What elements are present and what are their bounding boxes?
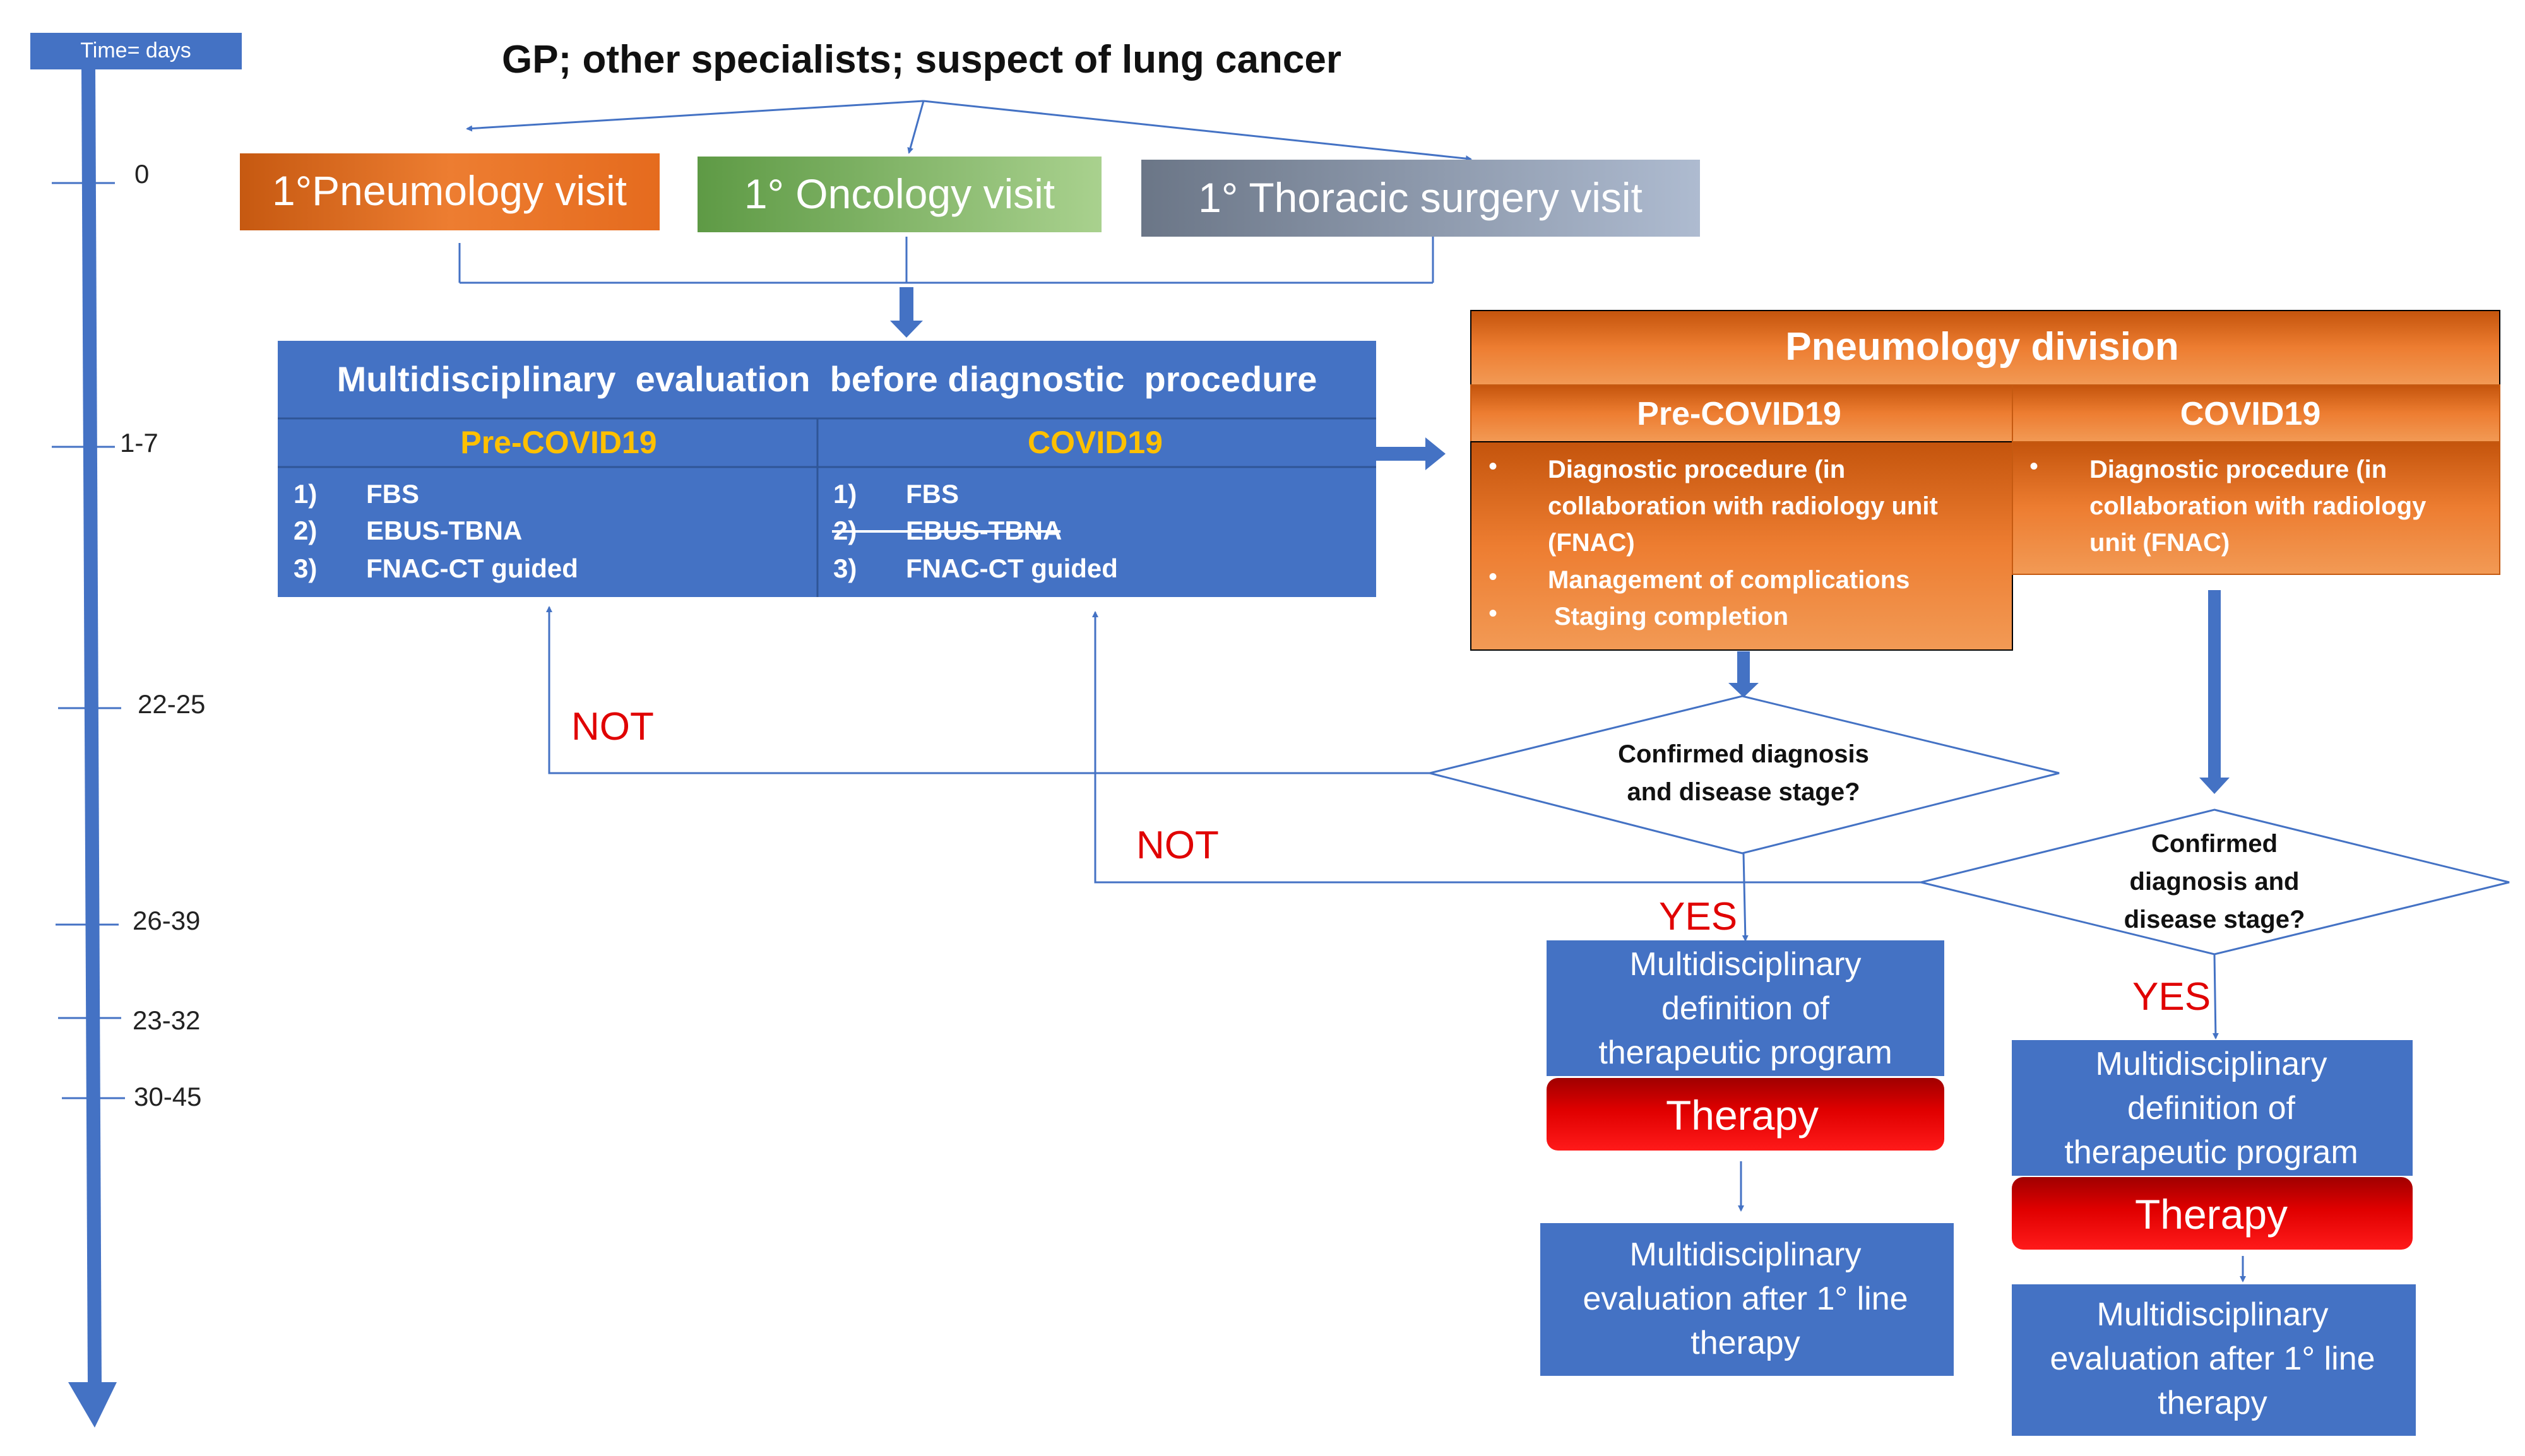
list-num: 2) [294,516,317,545]
list-item: FNAC-CT guided [906,553,1118,583]
therapy-label: Therapy [2135,1191,2288,1238]
list-item: FBS [906,479,959,509]
therapy-label: Therapy [1666,1092,1819,1139]
timeline-axis [81,69,102,1386]
thoracic-surgery-visit-label: 1° Thoracic surgery visit [1198,174,1643,221]
merge-arrow-shaft [900,287,913,325]
list-num: 1) [833,479,857,509]
pneumology-division: Pneumology division Pre-COVID19 COVID19 … [1470,310,2500,651]
pre-definition-box: Multidisciplinary definition of therapeu… [1547,940,1944,1076]
definition-line: therapeutic program [2064,1134,2358,1171]
bullet-text: Diagnostic procedure (in [2089,456,2387,483]
oncology-visit-label: 1° Oncology visit [744,170,1055,217]
bullet-text: (FNAC) [1548,529,1635,557]
bullet-text: collaboration with radiology [2089,492,2427,520]
mde-pre-covid-header: Pre-COVID19 [460,425,656,460]
decision-covid-line: diagnosis and [2130,868,2300,896]
covid-division-arrowhead [2199,778,2230,794]
bullet-text: Diagnostic procedure (in [1548,456,1845,483]
pre-evaluation-box: Multidisciplinary evaluation after 1° li… [1540,1223,1954,1376]
evaluation-line: Multidisciplinary [1630,1236,1862,1273]
tick-label: 0 [134,159,149,189]
tick-label: 1-7 [120,428,158,458]
bullet-text: Management of complications [1548,566,1910,594]
merge-arrowhead [890,321,923,338]
timeline-header-box [30,33,242,69]
tick-label: 26-39 [133,906,200,935]
covid-definition-box: Multidisciplinary definition of therapeu… [2012,1040,2413,1176]
evaluation-line: Multidisciplinary [2097,1296,2329,1333]
oncology-visit: 1° Oncology visit [698,157,1102,232]
thoracic-surgery-visit: 1° Thoracic surgery visit [1141,160,1700,237]
bullet-text: Staging completion [1554,603,1788,630]
list-item: FBS [366,479,419,509]
pneumology-visit-label: 1°Pneumology visit [272,167,627,214]
mde-box: Multidisciplinary evaluation before diag… [278,341,1376,597]
division-pre-covid-header: Pre-COVID19 [1637,396,1841,432]
timeline: Time= days 0 1-7 22-25 26-39 23-32 30-45 [30,33,242,1428]
list-num: 1) [294,479,317,509]
bullet-icon: • [1488,453,1497,480]
definition-line: Multidisciplinary [2096,1046,2327,1082]
mde-covid-header: COVID19 [1028,425,1163,460]
evaluation-line: evaluation after 1° line [2050,1341,2375,1377]
timeline-header: Time= days [80,38,191,62]
division-covid-bullets: • Diagnostic procedure (in collaboration… [2029,453,2427,557]
list-num: 3) [833,553,857,583]
mde-to-division-arrow-shaft [1376,447,1430,461]
tick-label: 30-45 [134,1082,201,1111]
covid-division-arrow-shaft [2208,590,2221,779]
evaluation-line: evaluation after 1° line [1583,1281,1908,1317]
not-label-pre: NOT [571,705,654,749]
decision-covid: Confirmed diagnosis and disease stage? [1920,808,2510,956]
mde-to-division-arrowhead [1425,437,1446,470]
not-label-covid: NOT [1136,824,1219,867]
decision-covid-line: disease stage? [2124,906,2305,933]
timeline-arrowhead [68,1382,117,1428]
bullet-icon: • [1488,563,1497,591]
list-item: EBUS-TBNA [366,516,522,545]
list-num: 3) [294,553,317,583]
evaluation-line: therapy [1690,1325,1800,1361]
visits-merge-connector [458,237,1434,284]
bullet-icon: • [1488,600,1497,627]
tick-label: 23-32 [133,1005,200,1035]
bullet-icon: • [2029,453,2038,480]
bullet-text: collaboration with radiology unit [1548,492,1938,520]
division-title: Pneumology division [1785,325,2179,369]
pre-division-arrowhead [1728,683,1759,697]
source-title: GP; other specialists; suspect of lung c… [502,38,1341,81]
pre-division-arrow-shaft [1737,651,1750,686]
source-arrows [466,100,1472,162]
mde-covid-list: 1) FBS 2) EBUS-TBNA 3) FNAC-CT guided [832,479,1118,583]
division-pre-covid-bullets: • Diagnostic procedure (in collaboration… [1488,453,1938,630]
decision-covid-line: Confirmed [2151,830,2278,858]
yes-label-pre: YES [1659,895,1737,938]
decision-pre-line: and disease stage? [1627,778,1860,806]
decision-pre-line: Confirmed diagnosis [1618,740,1869,768]
division-covid-header: COVID19 [2180,396,2321,432]
yes-lines [1742,853,2219,1039]
decision-pre-covid: Confirmed diagnosis and disease stage? [1429,695,2060,855]
mde-pre-covid-list: 1) FBS 2) EBUS-TBNA 3) FNAC-CT guided [294,479,578,583]
covid-therapy-box: Therapy [2012,1177,2413,1250]
pneumology-visit: 1°Pneumology visit [240,153,660,230]
covid-evaluation-box: Multidisciplinary evaluation after 1° li… [2012,1284,2416,1436]
list-item: FNAC-CT guided [366,553,578,583]
tick-label: 22-25 [138,689,205,719]
yes-label-covid: YES [2132,975,2211,1019]
not-feedback-lines [546,606,1921,884]
mde-title: Multidisciplinary evaluation before diag… [337,359,1317,399]
definition-line: definition of [2127,1090,2296,1127]
definition-line: therapeutic program [1598,1034,1892,1071]
evaluation-line: therapy [2158,1385,2267,1421]
pre-therapy-box: Therapy [1547,1078,1944,1151]
bullet-text: unit (FNAC) [2089,529,2230,557]
definition-line: definition of [1661,990,1830,1027]
definition-line: Multidisciplinary [1630,946,1862,983]
